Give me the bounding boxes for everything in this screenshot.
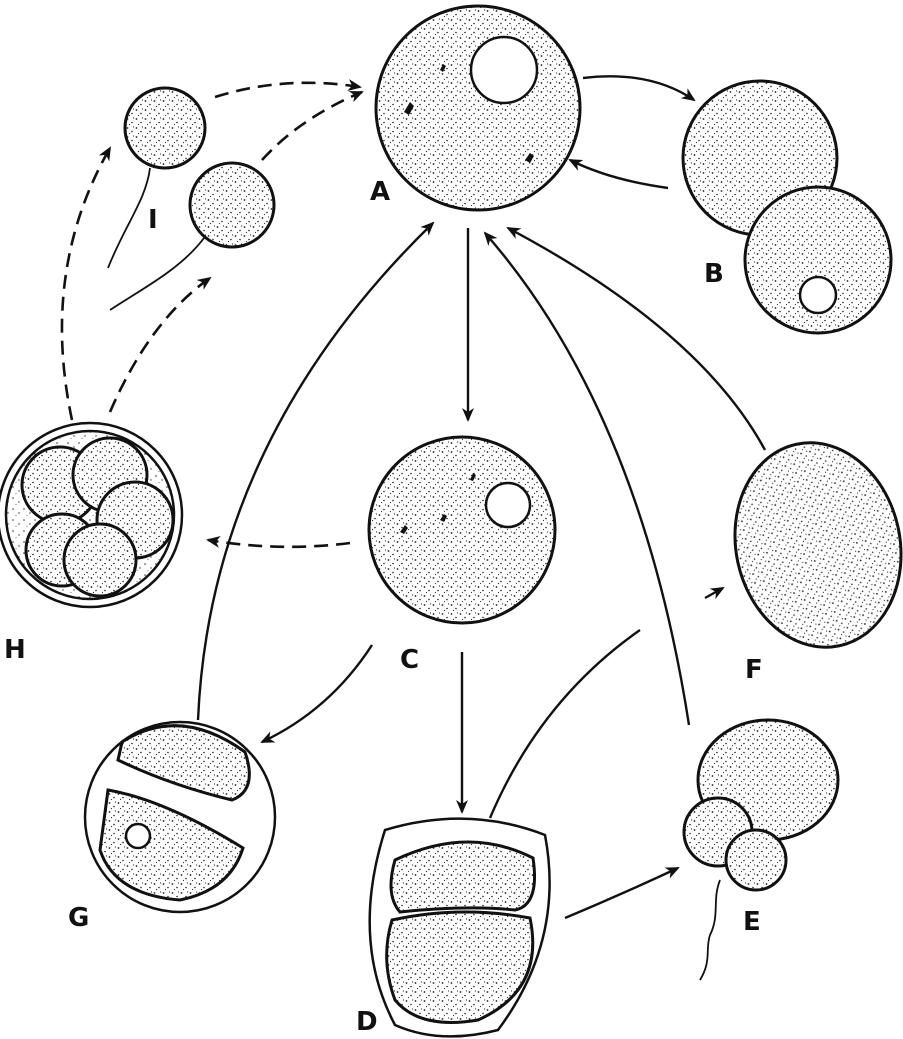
stage-c-cell	[369, 437, 555, 623]
label-g: G	[68, 903, 89, 933]
stage-b-cells	[683, 81, 891, 333]
label-c: C	[400, 645, 419, 675]
label-h: H	[4, 635, 26, 665]
stage-a-cell	[376, 6, 580, 210]
stage-e-cell	[684, 720, 838, 980]
label-b: B	[704, 259, 724, 289]
stage-h-cluster	[0, 423, 182, 607]
label-e: E	[743, 907, 761, 937]
stage-g-cell	[85, 722, 275, 912]
label-i: I	[148, 205, 158, 235]
label-f: F	[745, 655, 763, 685]
stage-d-cell	[370, 819, 550, 1037]
label-d: D	[356, 1007, 378, 1037]
stage-i-zoospores	[108, 88, 274, 310]
label-a: A	[370, 177, 390, 207]
stage-f-cell	[716, 427, 903, 663]
